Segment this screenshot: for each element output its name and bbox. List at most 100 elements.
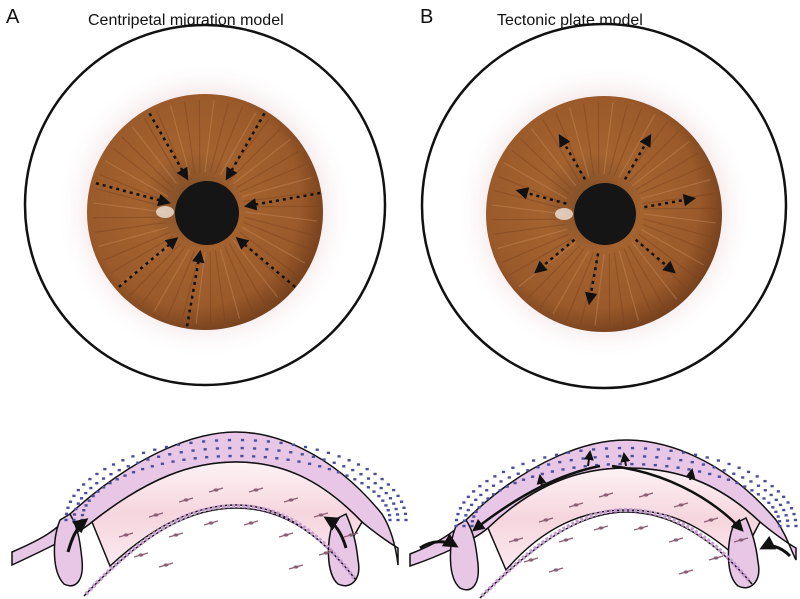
iris-fiber (209, 102, 230, 173)
iris-fiber (166, 250, 196, 318)
epithelial-cell (76, 488, 80, 492)
iris-fiber (219, 111, 257, 176)
epithelial-cell (164, 445, 169, 449)
panel-a-eye (23, 23, 387, 387)
epithelial-cell (318, 465, 322, 468)
epithelial-cell (722, 469, 726, 472)
epithelial-cell (228, 446, 232, 450)
epithelial-cell (141, 467, 145, 471)
epithelial-cell (618, 454, 622, 458)
epithelial-cell (377, 494, 381, 498)
iris-fiber (498, 175, 566, 205)
epithelial-cell (80, 513, 85, 517)
epithelial-cell (168, 453, 172, 456)
epithelial-cell (179, 451, 183, 454)
iris-fiber (184, 101, 196, 174)
epithelial-cell (778, 524, 782, 528)
epithelial-cell (531, 459, 536, 462)
epithelial-cells (64, 438, 408, 522)
keratocyte (558, 537, 574, 543)
epithelial-cell (404, 518, 408, 522)
epithelial-cell (493, 475, 497, 478)
epithelial-cell (131, 471, 136, 474)
epithelial-cell (365, 467, 369, 471)
epithelial-cell (111, 463, 116, 466)
epithelial-cell (470, 520, 475, 523)
epithelial-cell (373, 472, 377, 476)
epithelial-cell (777, 520, 782, 523)
migration-arrow (118, 237, 179, 288)
epithelial-cell (64, 512, 69, 516)
epithelial-cell (153, 448, 157, 451)
iris-fiber (493, 223, 566, 235)
epithelial-cell (150, 465, 154, 468)
epithelial-cell (485, 489, 489, 492)
epithelial-cell (91, 494, 95, 498)
epithelial-cell (712, 466, 716, 469)
epithelial-cell (372, 490, 376, 493)
epithelial-cell (253, 439, 258, 442)
keratocyte (283, 497, 299, 503)
epithelial-cell (505, 485, 509, 488)
iris-fiber (169, 105, 191, 176)
epithelial-cell (121, 459, 125, 462)
iris-fiber (552, 250, 590, 315)
epithelial-cell (732, 472, 736, 475)
epithelial-cell (240, 446, 244, 450)
epithelial-cell (108, 481, 112, 485)
epithelial-cell (84, 504, 88, 507)
iris-fiber (511, 149, 570, 195)
epithelial-cell (95, 472, 99, 476)
iris-fiber (565, 252, 595, 320)
epithelial-cell (203, 448, 207, 451)
epithelial-cell (630, 454, 634, 458)
epithelial-cell (265, 448, 269, 451)
keratocyte (243, 520, 259, 526)
epithelial-cell (536, 466, 540, 469)
epithelial-cell (388, 497, 393, 500)
epithelial-cell (337, 455, 341, 458)
limbal-arrow (759, 535, 792, 558)
epithelial-cell (322, 458, 326, 461)
keratocyte (178, 497, 194, 503)
iris-fiber (153, 248, 191, 313)
epithelial-cell (778, 503, 783, 507)
epithelial-cell (667, 457, 671, 460)
epithelial-cell (275, 457, 279, 460)
epithelial-cell (653, 463, 657, 467)
iris-fiber (627, 130, 680, 183)
epithelial-cell (342, 465, 346, 468)
epithelial-cell (360, 481, 364, 485)
epithelial-cell (469, 503, 474, 507)
epithelial-cell (470, 524, 474, 528)
epithelial-cell (630, 462, 634, 466)
epithelial-cell (499, 480, 503, 483)
iris-fiber (131, 126, 178, 185)
epithelial-cell (72, 494, 76, 498)
iris-fiber (214, 250, 226, 323)
epithelial-cell (72, 513, 77, 516)
epithelial-cell (776, 490, 780, 493)
epithelial-cell (141, 451, 146, 455)
iris-fiber (129, 243, 182, 296)
keratocyte (508, 537, 524, 543)
epithelial-cell (462, 519, 467, 522)
iris-fiber (635, 152, 699, 191)
iris-fiber (618, 250, 640, 321)
iris-fiber (594, 253, 605, 326)
migration-arrows (95, 112, 321, 327)
epithelial-cell (681, 451, 686, 454)
epithelial-cell (690, 460, 694, 464)
panel-b-cornea-section (409, 439, 798, 599)
epithelial-cell (561, 468, 565, 471)
epithelial-cell (717, 475, 721, 478)
iris-fiber (214, 106, 244, 174)
epithelial-cell (474, 510, 478, 514)
keratocyte (523, 557, 539, 563)
epithelial-cell (767, 501, 771, 505)
epithelial-cell (347, 459, 351, 462)
iris-fiber (232, 138, 291, 185)
epithelial-cell (359, 472, 363, 476)
keratocyte (118, 532, 134, 538)
epithelial-cell (491, 484, 496, 487)
